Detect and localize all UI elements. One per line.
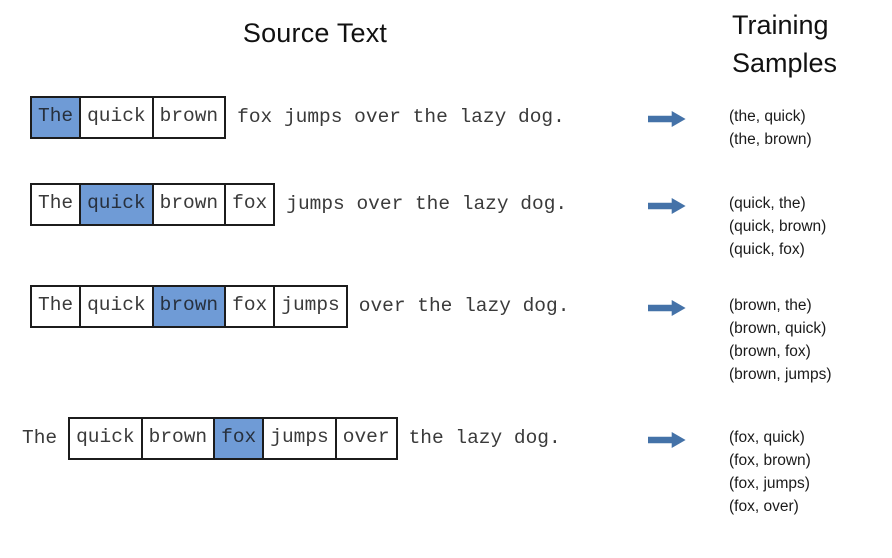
training-samples-heading-line1: Training [732, 10, 829, 40]
window-cell[interactable]: The [32, 286, 82, 326]
training-samples-group: (the, quick) (the, brown) [729, 105, 812, 151]
training-samples-heading-line2: Samples [732, 48, 838, 78]
training-sample-pair: (fox, brown) [729, 452, 811, 469]
training-sample-pair: (brown, fox) [729, 343, 811, 360]
plain-text-after: fox jumps over the lazy dog. [237, 105, 565, 128]
plain-text-before: The [22, 426, 58, 449]
training-samples-group: (fox, quick) (fox, brown) (fox, jumps) (fox… [729, 426, 811, 518]
training-sample-pair: (the, quick) [729, 108, 806, 125]
window-cell[interactable]: brown [153, 97, 225, 137]
window-cell[interactable]: over [336, 418, 396, 458]
training-sample-pair: (fox, over) [729, 498, 799, 515]
window-cell[interactable]: quick [70, 418, 143, 458]
training-samples-heading: Training Samples [732, 6, 882, 82]
plain-text-after: jumps over the lazy dog. [286, 192, 568, 215]
window-cell-target[interactable]: The [32, 97, 82, 137]
training-sample-pair: (fox, quick) [729, 429, 805, 446]
training-sample-pair: (fox, jumps) [729, 475, 810, 492]
training-samples-group: (brown, the) (brown, quick) (brown, fox) (b… [729, 294, 832, 386]
plain-text-after: over the lazy dog. [358, 294, 570, 317]
training-sample-pair: (quick, fox) [729, 241, 805, 258]
window-cell[interactable]: fox [226, 286, 276, 326]
right-arrow-icon [647, 110, 686, 128]
training-samples-group: (quick, the) (quick, brown) (quick, fox) [729, 192, 826, 261]
window-cell[interactable]: jumps [275, 286, 346, 326]
training-sample-pair: (quick, the) [729, 195, 806, 212]
right-arrow-icon [647, 197, 686, 215]
window-cell[interactable]: brown [153, 184, 227, 224]
window-cell[interactable]: The [32, 184, 82, 224]
window-cell-target[interactable]: quick [81, 184, 154, 224]
training-sample-pair: (the, brown) [729, 131, 812, 148]
window-cell[interactable]: quick [81, 286, 154, 326]
window-cell[interactable]: brown [142, 418, 216, 458]
window-cell[interactable]: fox [226, 184, 274, 224]
training-sample-pair: (brown, quick) [729, 320, 827, 337]
right-arrow-icon [647, 431, 686, 449]
window-cell[interactable]: quick [81, 97, 154, 137]
training-sample-pair: (brown, the) [729, 297, 812, 314]
window-cell[interactable]: jumps [264, 418, 337, 458]
window-cell-target[interactable]: brown [153, 286, 227, 326]
window-cell-target[interactable]: fox [215, 418, 265, 458]
source-text-heading: Source Text [242, 18, 388, 48]
plain-text-after: the lazy dog. [408, 426, 561, 449]
training-sample-pair: (quick, brown) [729, 218, 827, 235]
training-sample-pair: (brown, jumps) [729, 366, 832, 383]
right-arrow-icon [647, 299, 686, 317]
